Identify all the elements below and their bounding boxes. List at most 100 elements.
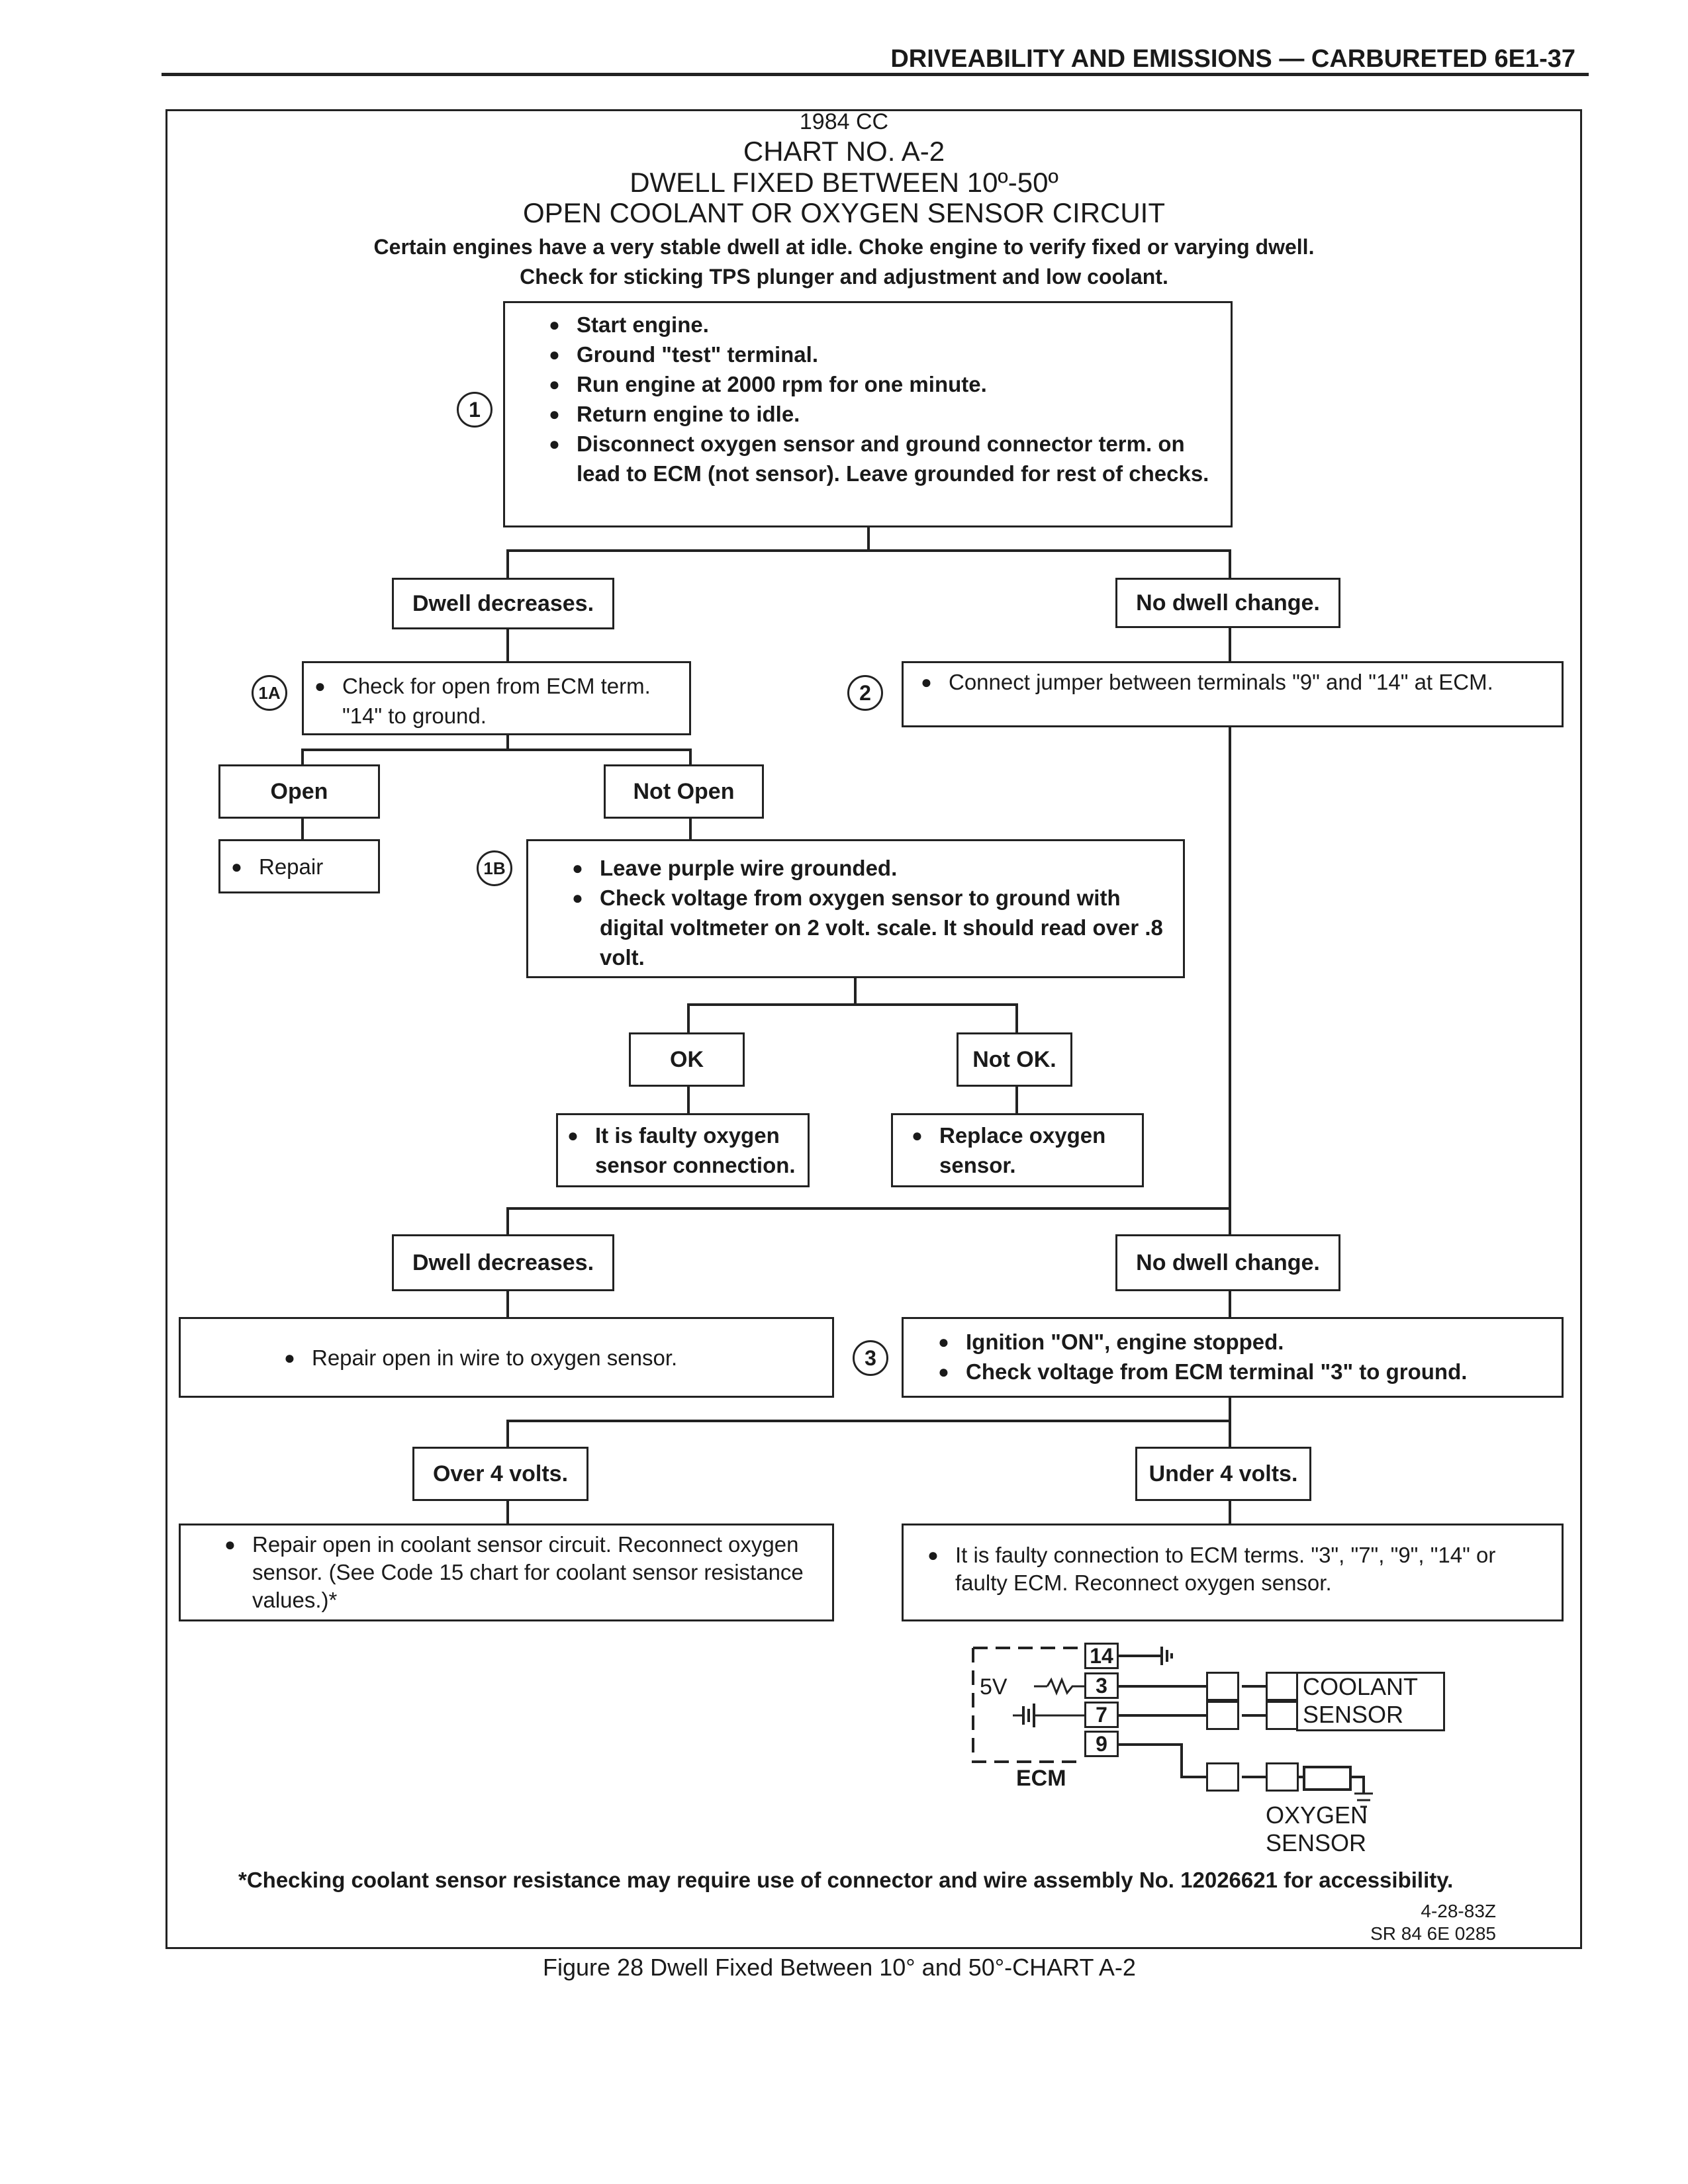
result-dwell-decreases-1: Dwell decreases. (392, 578, 614, 629)
connector (1229, 1207, 1231, 1235)
connector (1229, 1420, 1231, 1447)
connector (687, 1003, 690, 1033)
coolant-sensor-box (1296, 1672, 1445, 1731)
page-header: DRIVEABILITY AND EMISSIONS — CARBURETED … (788, 45, 1575, 73)
step-1-item: Ground "test" terminal. (545, 340, 1217, 369)
connector (1229, 1501, 1231, 1524)
connector (1015, 1003, 1018, 1033)
oxygen-sensor-label: OXYGEN SENSOR (1266, 1801, 1368, 1856)
connector (506, 629, 509, 662)
step-1-item: Return engine to idle. (545, 399, 1217, 429)
action-repair: Repair (227, 852, 371, 882)
step-2-marker: 2 (847, 675, 883, 711)
action-faulty-ecm-box: It is faulty connection to ECM terms. "3… (902, 1524, 1564, 1621)
connector (1015, 1087, 1018, 1115)
result-under-4-volts: Under 4 volts. (1135, 1447, 1311, 1501)
connector (301, 749, 304, 765)
connector (1229, 549, 1231, 579)
step-1-marker: 1 (457, 392, 492, 428)
step-1-item: Run engine at 2000 rpm for one minute. (545, 369, 1217, 399)
header-rule (162, 73, 1589, 76)
connector (506, 549, 1231, 552)
result-dwell-decreases-2: Dwell decreases. (392, 1234, 614, 1291)
chart-title: DWELL FIXED BETWEEN 10º-50º (630, 167, 1058, 198)
action-replace-o2-box: Replace oxygen sensor. (891, 1113, 1144, 1187)
connector (854, 978, 857, 1005)
ref-code: SR 84 6E 0285 (1370, 1923, 1496, 1944)
result-not-ok: Not OK. (957, 1032, 1072, 1087)
connector (1229, 628, 1231, 662)
connector (1229, 1291, 1231, 1318)
result-ok: OK (629, 1032, 745, 1087)
ecm-pin-14: 14 (1084, 1643, 1119, 1669)
oxygen-connector-ecm-side (1206, 1762, 1239, 1792)
schematic-ecm-label: ECM (1016, 1766, 1066, 1791)
step-1b-item: Check voltage from oxygen sensor to grou… (568, 883, 1170, 972)
ecm-pin-7: 7 (1084, 1702, 1119, 1728)
connector (506, 1291, 509, 1318)
header-section: DRIVEABILITY AND EMISSIONS — CARBURETED (890, 45, 1487, 73)
chart-frame (165, 109, 1582, 1949)
ecm-pin-9: 9 (1084, 1731, 1119, 1757)
action-repair-coolant: Repair open in coolant sensor circuit. R… (220, 1531, 819, 1614)
action-repair-box: Repair (218, 839, 380, 893)
step-2-box: Connect jumper between terminals "9" and… (902, 661, 1564, 727)
connector (506, 1420, 509, 1447)
action-replace-o2: Replace oxygen sensor. (908, 1120, 1135, 1180)
chart-number: CHART NO. A-2 (743, 136, 945, 167)
coolant-connector-sensor-side (1266, 1701, 1299, 1730)
connector (506, 1420, 1231, 1422)
chart-subtitle: OPEN COOLANT OR OXYGEN SENSOR CIRCUIT (522, 197, 1166, 228)
connector (1229, 727, 1231, 1208)
result-no-dwell-change-2: No dwell change. (1115, 1234, 1340, 1291)
connector (1229, 1398, 1231, 1421)
action-faulty-o2-connection-box: It is faulty oxygen sensor connection. (556, 1113, 810, 1187)
coolant-connector-ecm-side (1206, 1672, 1239, 1701)
footnote: *Checking coolant sensor resistance may … (238, 1868, 1454, 1892)
ref-date: 4-28-83Z (1421, 1901, 1496, 1921)
header-page-number: 6E1-37 (1494, 45, 1575, 73)
oxygen-connector-sensor-side (1266, 1762, 1299, 1792)
connector (867, 527, 870, 551)
action-repair-open-o2-box: Repair open in wire to oxygen sensor. (179, 1317, 834, 1398)
connector (506, 1501, 509, 1524)
step-2-item: Connect jumper between terminals "9" and… (917, 667, 1548, 697)
connector (506, 1207, 509, 1235)
step-1a-marker: 1A (252, 675, 287, 711)
ecm-pin-3: 3 (1084, 1672, 1119, 1699)
ecm-wiring-schematic (972, 1647, 1373, 1808)
chart-year: 1984 CC (799, 109, 889, 134)
step-1-item: Start engine. (545, 310, 1217, 340)
connector (301, 819, 304, 841)
result-open: Open (218, 764, 380, 819)
coolant-connector-sensor-side (1266, 1672, 1299, 1701)
action-repair-open-o2: Repair open in wire to oxygen sensor. (280, 1343, 819, 1373)
result-over-4-volts: Over 4 volts. (412, 1447, 588, 1501)
chart-intro-1: Certain engines have a very stable dwell… (373, 235, 1315, 259)
step-1-item: Disconnect oxygen sensor and ground conn… (545, 429, 1217, 488)
action-faulty-ecm: It is faulty connection to ECM terms. "3… (923, 1541, 1548, 1597)
step-3-item: Ignition "ON", engine stopped. (934, 1327, 1548, 1357)
step-3-marker: 3 (853, 1340, 888, 1376)
result-no-dwell-change-1: No dwell change. (1115, 578, 1340, 628)
step-1b-box: Leave purple wire grounded. Check voltag… (526, 839, 1185, 978)
connector (506, 735, 509, 750)
coolant-sensor-label: COOLANT SENSOR (1303, 1673, 1418, 1728)
result-not-open: Not Open (604, 764, 764, 819)
step-1a-box: Check for open from ECM term. "14" to gr… (302, 661, 691, 735)
chart-intro-2: Check for sticking TPS plunger and adjus… (520, 265, 1168, 289)
connector (506, 1207, 1231, 1210)
step-1a-item: Check for open from ECM term. "14" to gr… (310, 671, 682, 731)
step-1b-marker: 1B (477, 850, 512, 886)
figure-caption: Figure 28 Dwell Fixed Between 10° and 50… (543, 1954, 1136, 1981)
schematic-5v-label: 5V (980, 1674, 1008, 1700)
connector (687, 1003, 1018, 1006)
coolant-connector-ecm-side (1206, 1701, 1239, 1730)
step-1-box: Start engine. Ground "test" terminal. Ru… (503, 301, 1233, 527)
action-repair-coolant-box: Repair open in coolant sensor circuit. R… (179, 1524, 834, 1621)
action-faulty-o2-connection: It is faulty oxygen sensor connection. (563, 1120, 801, 1180)
step-1b-item: Leave purple wire grounded. (568, 853, 1170, 883)
connector (689, 819, 692, 841)
connector (301, 749, 692, 751)
step-3-box: Ignition "ON", engine stopped. Check vol… (902, 1317, 1564, 1398)
